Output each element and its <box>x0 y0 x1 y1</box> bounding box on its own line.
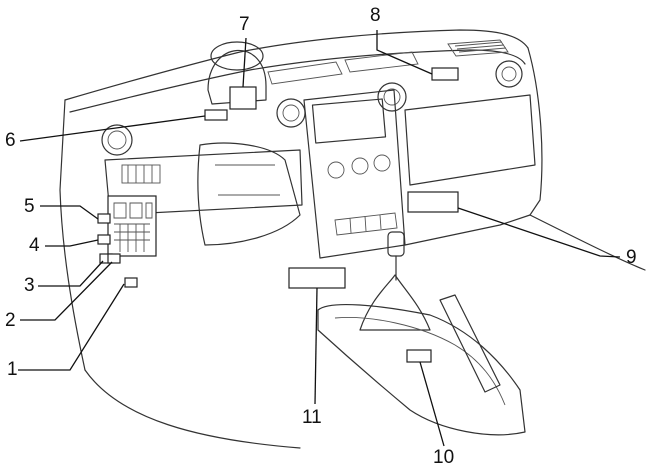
dashboard-lower-left <box>84 369 301 449</box>
component-8 <box>431 67 459 81</box>
callout-8: 8 <box>370 5 381 26</box>
component-11 <box>288 267 346 289</box>
speaker-grille-lines <box>454 41 507 53</box>
callout-7: 7 <box>239 14 250 35</box>
leader-5 <box>40 205 99 220</box>
center-vent-right <box>377 82 407 112</box>
relay-1 <box>124 277 138 288</box>
leader-3 <box>38 260 104 287</box>
parking-brake-lever <box>439 294 501 393</box>
leader-4 <box>45 239 99 247</box>
leader-2 <box>20 261 113 321</box>
glove-box <box>404 94 536 186</box>
leader-1 <box>18 283 125 371</box>
callout-1: 1 <box>7 359 18 380</box>
gauge-pod-rim <box>210 41 264 71</box>
dashboard-upper-contour <box>69 49 526 113</box>
leader-6 <box>19 115 206 142</box>
leader-8 <box>376 30 433 75</box>
steering-column <box>197 142 301 246</box>
callout-5: 5 <box>24 196 35 217</box>
component-7 <box>229 86 257 110</box>
speaker-grille <box>447 39 509 57</box>
leader-10 <box>419 361 445 447</box>
shift-knob <box>387 231 405 257</box>
left-air-vent <box>101 124 133 156</box>
console-inner <box>334 317 506 406</box>
gauge-pod <box>207 49 267 105</box>
junction-block <box>107 195 157 257</box>
switch-block <box>121 164 161 184</box>
lower-dash-right <box>404 214 531 246</box>
center-console <box>317 303 526 436</box>
relay-2 <box>107 253 121 264</box>
shift-boot <box>359 274 431 331</box>
defroster-vent-left <box>267 61 343 85</box>
component-6 <box>204 109 228 121</box>
right-air-vent <box>495 60 523 88</box>
climate-knob-right <box>373 154 391 172</box>
relay-4 <box>97 234 111 245</box>
relay-5 <box>97 213 111 224</box>
display-screen <box>311 98 387 144</box>
dashboard-right-edge <box>527 47 543 216</box>
dashboard-left-side <box>59 99 86 371</box>
callout-2: 2 <box>5 310 16 331</box>
callout-3: 3 <box>24 275 35 296</box>
callout-9: 9 <box>626 247 637 268</box>
callout-4: 4 <box>29 235 40 256</box>
leader-11 <box>314 287 318 405</box>
climate-knob-center <box>351 157 369 175</box>
stack-lower-switches <box>334 212 398 236</box>
floor-right <box>529 214 646 271</box>
callout-6: 6 <box>5 130 16 151</box>
callout-10: 10 <box>433 447 455 468</box>
leader-7 <box>242 37 247 88</box>
center-vent-left <box>276 98 306 128</box>
component-9 <box>407 191 459 213</box>
callout-11: 11 <box>302 407 322 428</box>
component-10 <box>406 349 432 363</box>
climate-knob-left <box>327 161 345 179</box>
defroster-vent-center <box>344 51 419 73</box>
dashboard-top-edge <box>64 29 529 101</box>
leader-9 <box>457 207 621 258</box>
